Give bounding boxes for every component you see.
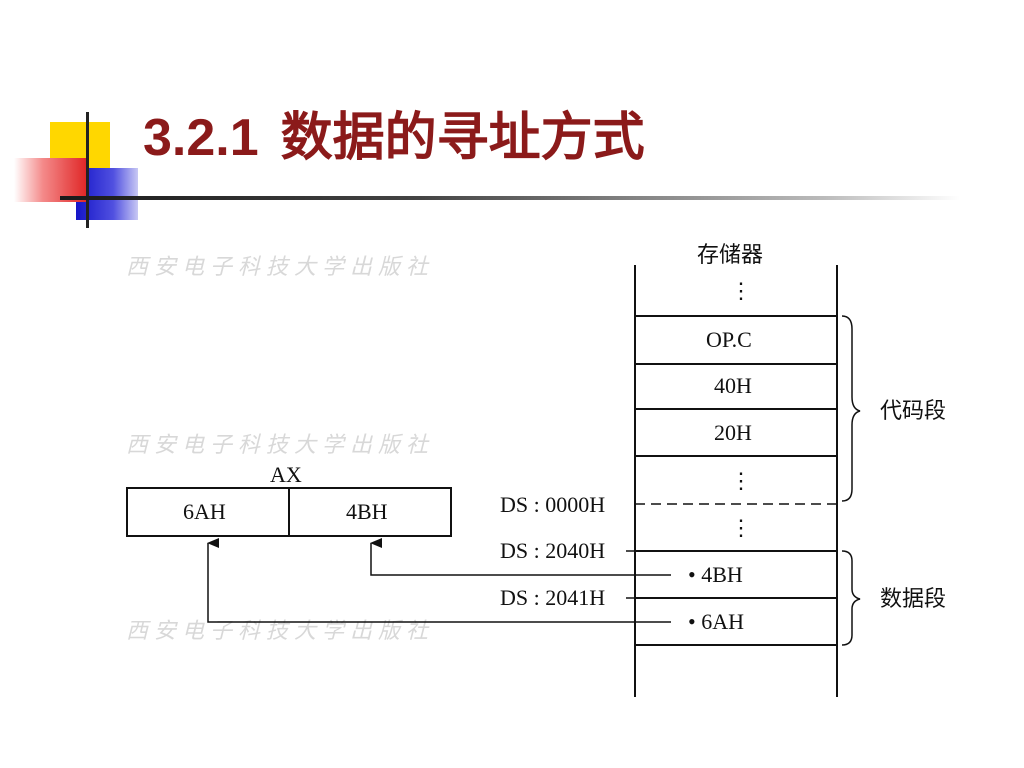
deco-vertical-line [86, 112, 89, 228]
data-segment-brace [841, 550, 861, 646]
memory-ellipsis-low: ⋮ [730, 515, 752, 540]
ax-register-label: AX [270, 462, 302, 487]
watermark-row-2: 西安电子科技大学出版社 [126, 433, 435, 458]
memory-cell-opc: OP.C [706, 327, 752, 352]
memory-cell-40h: 40H [714, 373, 752, 398]
memory-cell-4bh: • 4BH [688, 562, 743, 587]
code-segment-label: 代码段 [880, 398, 947, 423]
address-ds-2041h: DS : 2041H [500, 585, 606, 610]
title-rule [60, 196, 960, 200]
watermark-row-1: 西安电子科技大学出版社 [126, 255, 435, 280]
code-segment-brace [841, 315, 861, 502]
address-ds-0000h: DS : 0000H [500, 492, 606, 517]
title-number: 3.2.1 [143, 109, 259, 167]
ax-high-byte: 6AH [183, 499, 226, 524]
data-segment-label: 数据段 [880, 586, 947, 611]
diagram-lines [126, 265, 861, 697]
arrow-6ah [207, 538, 671, 623]
memory-cell-20h: 20H [714, 420, 752, 445]
watermark-row-3: 西安电子科技大学出版社 [126, 619, 435, 644]
arrow-4bh [370, 538, 671, 576]
ax-low-byte: 4BH [346, 499, 388, 524]
memory-title: 存储器 [697, 242, 764, 267]
memory-ellipsis-mid: ⋮ [730, 468, 752, 493]
slide-title: 3.2.1 数据的寻址方式 [143, 108, 645, 168]
memory-cell-6ah: • 6AH [688, 609, 744, 634]
title-text: 数据的寻址方式 [280, 109, 645, 167]
addressing-diagram: 西安电子科技大学出版社 西安电子科技大学出版社 西安电子科技大学出版社 [126, 237, 964, 697]
address-ds-2040h: DS : 2040H [500, 538, 606, 563]
memory-ellipsis-top: ⋮ [730, 278, 752, 303]
deco-red-square [14, 158, 86, 202]
